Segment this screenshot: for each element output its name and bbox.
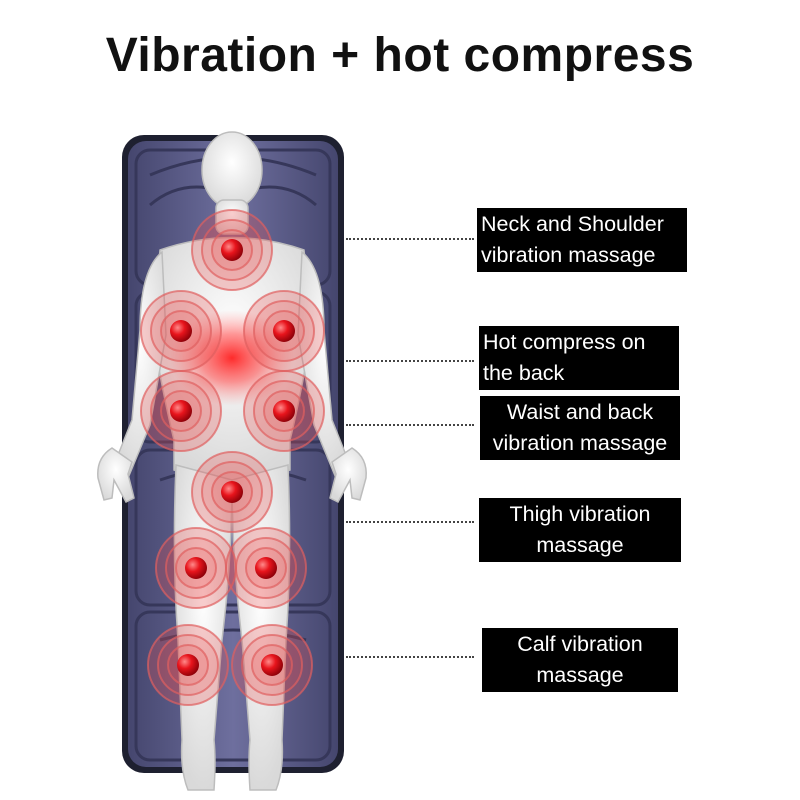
vibration-node xyxy=(243,290,325,372)
vibration-dot xyxy=(261,654,283,676)
label-line: Hot compress on xyxy=(483,330,646,354)
label-line: vibration massage xyxy=(481,243,656,267)
label-line: the back xyxy=(483,361,565,385)
vibration-node xyxy=(231,624,313,706)
vibration-nodes xyxy=(140,209,325,706)
vibration-node xyxy=(191,209,273,291)
label-line: massage xyxy=(536,533,624,557)
label-hot-compress-back: Hot compress on the back xyxy=(479,326,679,390)
vibration-dot xyxy=(273,400,295,422)
label-line: Calf vibration xyxy=(517,632,643,656)
vibration-dot xyxy=(170,400,192,422)
leader-line-neck xyxy=(346,238,474,240)
vibration-node xyxy=(191,451,273,533)
vibration-node xyxy=(225,527,307,609)
vibration-dot xyxy=(273,320,295,342)
page-title: Vibration + hot compress xyxy=(105,29,695,82)
label-waist-back: Waist and back vibration massage xyxy=(480,396,680,460)
leader-line-hot-compress xyxy=(346,360,474,362)
vibration-node xyxy=(140,370,222,452)
label-neck-shoulder: Neck and Shoulder vibration massage xyxy=(477,208,687,272)
vibration-node xyxy=(147,624,229,706)
label-line: Waist and back xyxy=(506,400,654,424)
label-line: vibration massage xyxy=(492,431,668,455)
vibration-dot xyxy=(255,557,277,579)
vibration-dot xyxy=(177,654,199,676)
vibration-dot xyxy=(185,557,207,579)
leader-line-calf xyxy=(346,656,474,658)
vibration-dot xyxy=(170,320,192,342)
leader-line-thigh xyxy=(346,521,474,523)
label-line: massage xyxy=(536,663,624,687)
label-line: Neck and Shoulder xyxy=(481,212,664,236)
vibration-node xyxy=(140,290,222,372)
vibration-dot xyxy=(221,239,243,261)
label-calf: Calf vibration massage xyxy=(482,628,678,692)
vibration-node xyxy=(243,370,325,452)
vibration-dot xyxy=(221,481,243,503)
label-line: Thigh vibration xyxy=(509,502,651,526)
leader-line-waist xyxy=(346,424,474,426)
label-thigh: Thigh vibration massage xyxy=(479,498,681,562)
vibration-node xyxy=(155,527,237,609)
